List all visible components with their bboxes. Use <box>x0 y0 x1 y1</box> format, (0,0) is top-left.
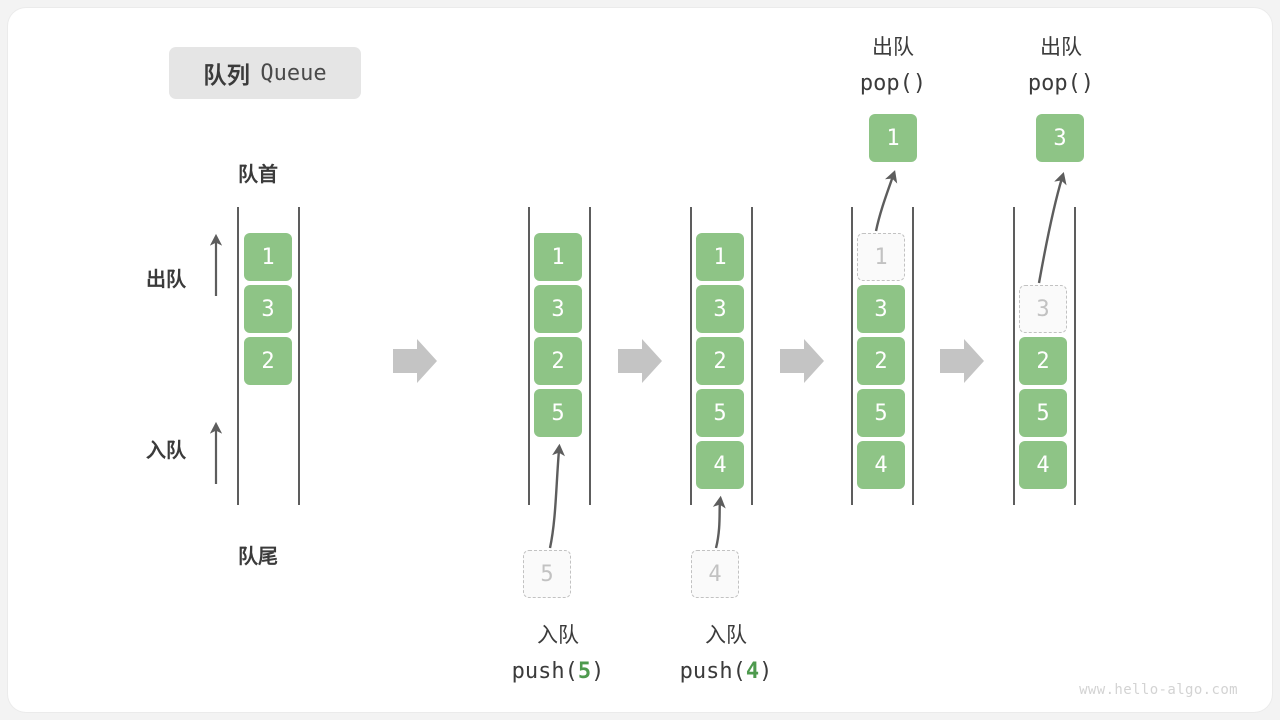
caption-push-5: 入队 push(5) <box>458 618 658 690</box>
queue-element: 2 <box>696 337 744 385</box>
queue-element: 3 <box>857 285 905 333</box>
queue-element: 5 <box>1019 389 1067 437</box>
caption-pop-2-cn: 出队 <box>1040 36 1082 59</box>
caption-push-5-code: push(5) <box>458 654 658 690</box>
enqueue-direction-label: 入队 <box>146 440 186 462</box>
caption-push-4-suffix: ) <box>759 659 773 684</box>
caption-push-5-arg: 5 <box>577 659 592 684</box>
stage-push-5-rail-right <box>589 207 591 505</box>
queue-rear-label: 队尾 <box>238 546 278 568</box>
caption-pop-2-code: pop() <box>1027 71 1095 96</box>
queue-element: 2 <box>1019 337 1067 385</box>
stage-push-4-rail-right <box>751 207 753 505</box>
queue-element: 4 <box>1019 441 1067 489</box>
popped-element: 3 <box>1036 114 1084 162</box>
popped-slot-ghost: 3 <box>1019 285 1067 333</box>
queue-element: 4 <box>857 441 905 489</box>
caption-pop-1: 出队 pop() <box>793 30 993 102</box>
caption-push-4-prefix: push( <box>679 659 746 684</box>
queue-element-new: 5 <box>534 389 582 437</box>
caption-push-4-code: push(4) <box>626 654 826 690</box>
watermark: www.hello-algo.com <box>1079 682 1238 698</box>
stage-initial-rail-left <box>237 207 239 505</box>
queue-element: 2 <box>857 337 905 385</box>
caption-push-4: 入队 push(4) <box>626 618 826 690</box>
stage-pop-1-rail-left <box>851 207 853 505</box>
queue-element: 2 <box>534 337 582 385</box>
caption-push-4-arg: 4 <box>745 659 760 684</box>
queue-element: 3 <box>244 285 292 333</box>
caption-pop-1-cn: 出队 <box>872 36 914 59</box>
popped-element: 1 <box>869 114 917 162</box>
queue-element: 1 <box>244 233 292 281</box>
title-label-cn: 队列 <box>203 62 251 88</box>
incoming-element-ghost: 5 <box>523 550 571 598</box>
stage-pop-3-rail-right <box>1074 207 1076 505</box>
stage-push-5-rail-left <box>528 207 530 505</box>
stage-pop-3-rail-left <box>1013 207 1015 505</box>
queue-element: 3 <box>534 285 582 333</box>
caption-push-5-cn: 入队 <box>537 624 579 647</box>
title-label-en: Queue <box>260 60 327 86</box>
queue-element-new: 4 <box>696 441 744 489</box>
caption-push-5-prefix: push( <box>511 659 578 684</box>
incoming-element-ghost: 4 <box>691 550 739 598</box>
caption-pop-1-code: pop() <box>859 71 927 96</box>
stage-pop-1-rail-right <box>912 207 914 505</box>
caption-pop-2: 出队 pop() <box>961 30 1161 102</box>
queue-element: 1 <box>534 233 582 281</box>
popped-slot-ghost: 1 <box>857 233 905 281</box>
stage-push-4-rail-left <box>690 207 692 505</box>
queue-element: 3 <box>696 285 744 333</box>
caption-push-5-suffix: ) <box>591 659 605 684</box>
caption-push-4-cn: 入队 <box>705 624 747 647</box>
queue-element: 1 <box>696 233 744 281</box>
diagram-card <box>8 8 1272 712</box>
diagram-title-chip: 队列 Queue <box>169 47 361 99</box>
queue-element: 2 <box>244 337 292 385</box>
queue-element: 5 <box>857 389 905 437</box>
dequeue-direction-label: 出队 <box>146 269 186 291</box>
queue-front-label: 队首 <box>238 164 278 186</box>
stage-initial-rail-right <box>298 207 300 505</box>
queue-element: 5 <box>696 389 744 437</box>
